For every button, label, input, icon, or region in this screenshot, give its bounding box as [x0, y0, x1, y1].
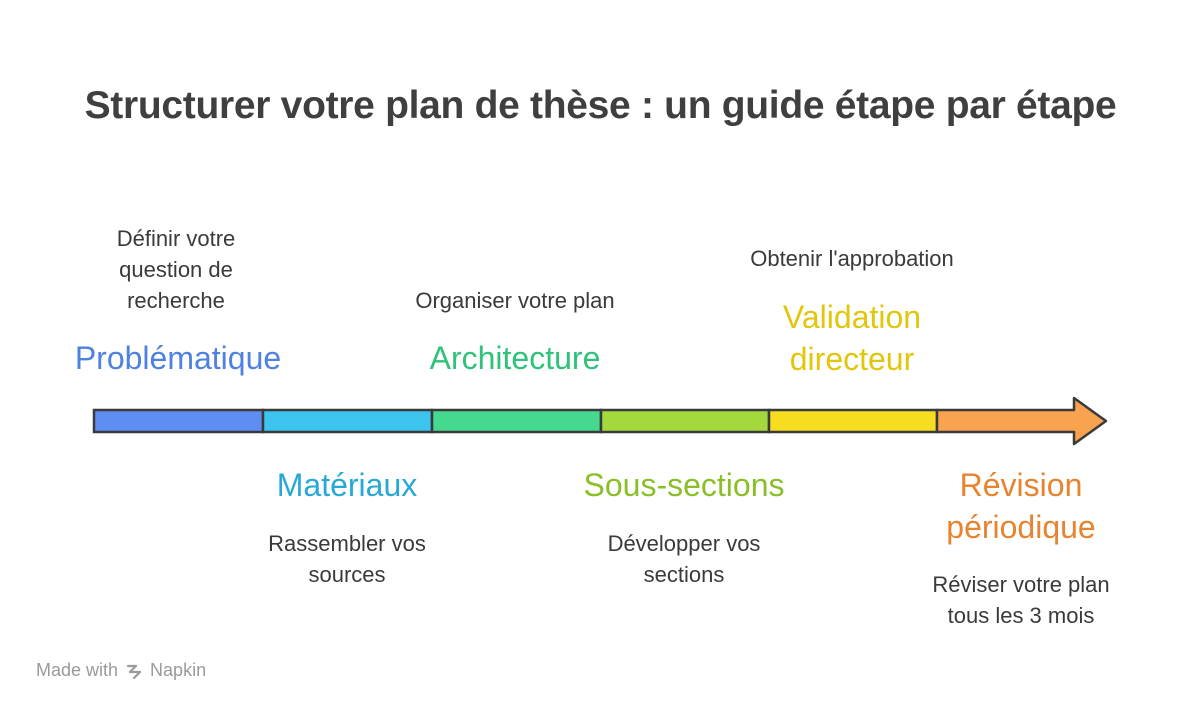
footer-brand: Napkin	[150, 660, 207, 680]
timeline-segment-5	[767, 408, 939, 434]
step-5-description: Obtenir l'approbation	[750, 246, 954, 271]
step-5-label: Validation directeur	[782, 299, 922, 377]
step-2-description: Rassembler vos sources	[268, 531, 426, 587]
step-6-label: Révision périodique	[946, 467, 1096, 545]
timeline-arrow-head	[935, 396, 1108, 446]
step-4-description: Développer vos sections	[607, 531, 761, 587]
timeline-segment-2	[261, 408, 434, 434]
timeline-segment-3	[430, 408, 603, 434]
step-3-description: Organiser votre plan	[415, 288, 615, 313]
timeline-segment-1	[92, 408, 265, 434]
timeline-segment-4	[599, 408, 771, 434]
step-1-description: Définir votre question de recherche	[116, 226, 236, 313]
step-6-description: Réviser votre plan tous les 3 mois	[932, 572, 1110, 628]
step-1-label: Problématique	[74, 340, 282, 376]
napkin-logo-icon	[126, 664, 142, 679]
step-4-label: Sous-sections	[583, 467, 785, 503]
step-3-label: Architecture	[429, 340, 601, 376]
footer-prefix: Made with	[36, 660, 119, 680]
napkin-watermark: Made with Napkin	[36, 660, 206, 681]
step-2-label: Matériaux	[276, 467, 418, 503]
page-title: Structurer votre plan de thèse : un guid…	[84, 84, 1117, 127]
